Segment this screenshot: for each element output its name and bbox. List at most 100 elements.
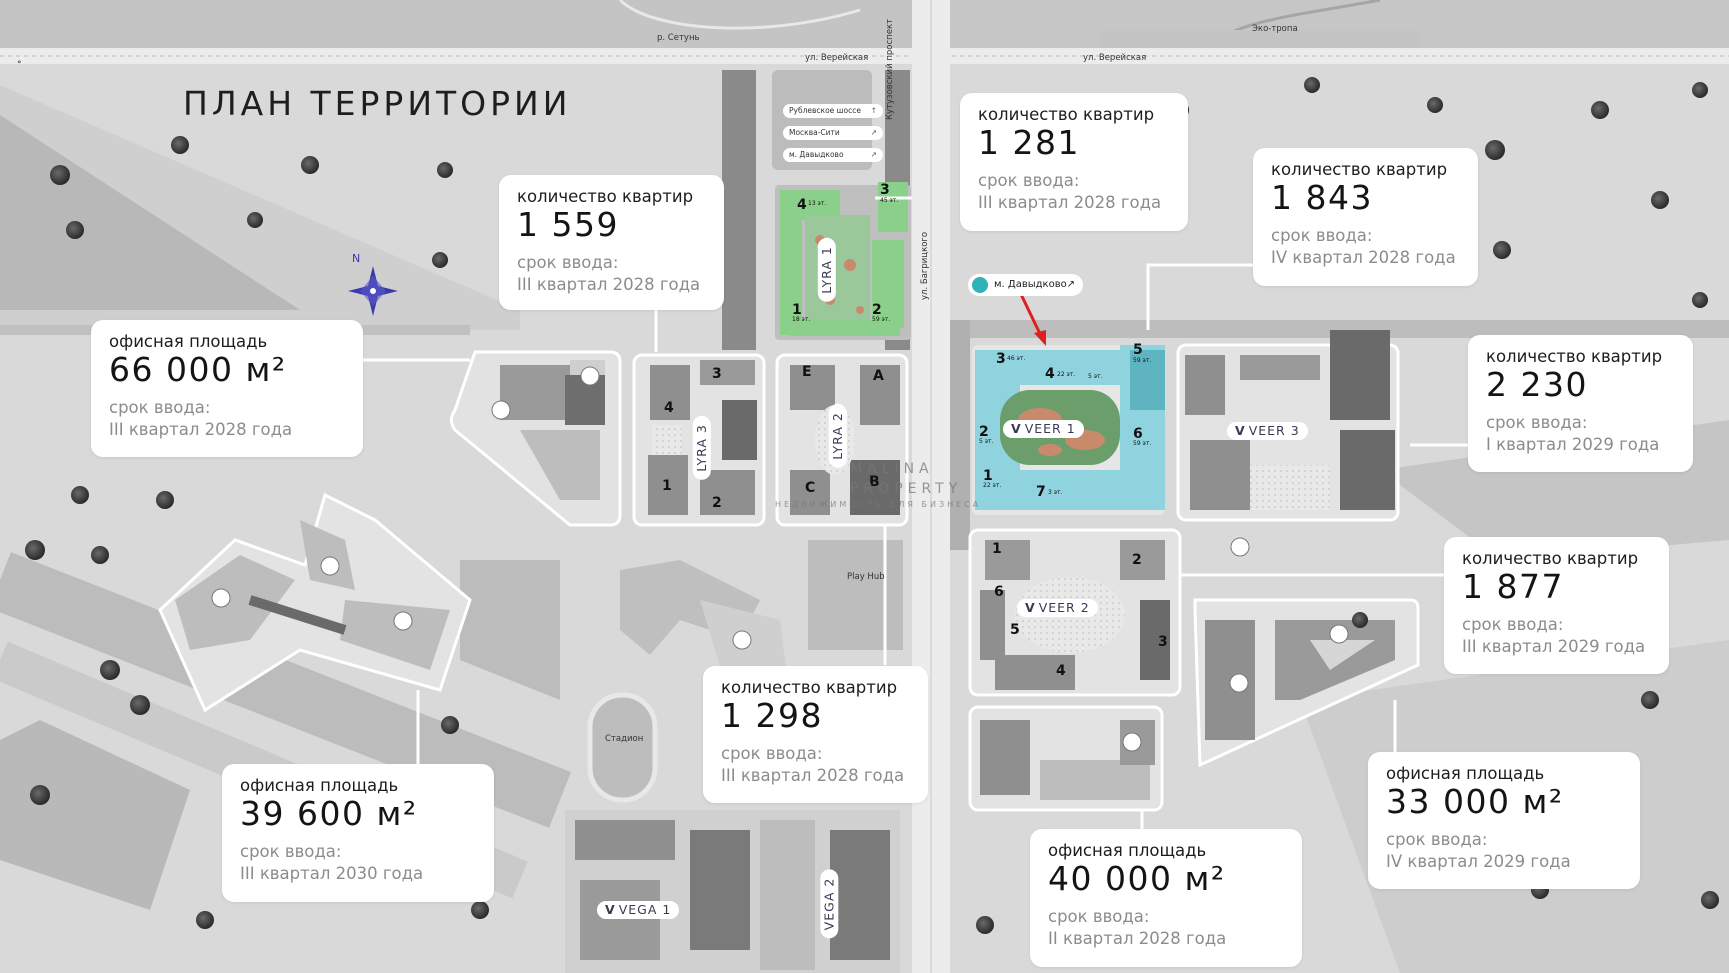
- card-date-label: срок ввода:: [240, 842, 342, 861]
- lane-3: [950, 320, 970, 550]
- street-label-vereyskaya-right: ул. Верейская: [1083, 53, 1147, 63]
- stadium-label: Стадион: [605, 734, 644, 744]
- veer-logo-icon: V: [1011, 421, 1022, 436]
- info-card-office-sw[interactable]: офисная площадь 39 600 м² срок ввода: II…: [222, 764, 494, 902]
- info-card-lyra3[interactable]: количество квартир 1 559 срок ввода: III…: [499, 175, 724, 310]
- lane-1: [722, 70, 756, 350]
- vega-complex: [565, 810, 900, 973]
- card-date-label: срок ввода:: [721, 744, 823, 763]
- street-label-vereyskaya-left: ул. Верейская: [805, 53, 869, 63]
- card-value: 1 559: [517, 205, 619, 244]
- route-pill-label: Рублевское шоссе: [789, 106, 861, 115]
- info-card-lyra1[interactable]: количество квартир 1 281 срок ввода: III…: [960, 93, 1188, 231]
- section-number: 3: [712, 366, 722, 382]
- building-label-lyra3[interactable]: LYRA 3: [692, 416, 711, 480]
- section-floors: 22 эт.: [1057, 371, 1076, 378]
- section-number: 1: [662, 478, 672, 494]
- section-floors: 22 эт.: [983, 482, 1002, 489]
- route-panel: [772, 70, 872, 170]
- metro-badge-label: м. Давыдково: [994, 279, 1067, 290]
- section-number: 4: [1056, 663, 1066, 679]
- building-label-lyra2[interactable]: LYRA 2: [828, 404, 847, 468]
- section-number: 4: [797, 197, 807, 213]
- card-value: 39 600 м²: [240, 794, 418, 833]
- arrow-up-right-icon: ↗: [1066, 279, 1075, 290]
- street-label-kutuzovsky: Кутузовский проспект: [885, 18, 895, 120]
- arrow-up-right-icon: ↗: [870, 128, 877, 137]
- section-number: 2: [872, 302, 882, 318]
- info-card-office-s[interactable]: офисная площадь 40 000 м² срок ввода: II…: [1030, 829, 1302, 967]
- section-number: 1: [983, 468, 993, 484]
- info-card-veer3[interactable]: количество квартир 2 230 срок ввода: I к…: [1468, 335, 1693, 472]
- building-name: LYRA 1: [818, 246, 834, 294]
- building-name: VEER 1: [1024, 421, 1076, 436]
- veer-logo-icon: V: [1025, 600, 1036, 615]
- card-date-label: срок ввода:: [109, 398, 211, 417]
- building-name: LYRA 2: [829, 412, 845, 460]
- stadium: [587, 692, 658, 803]
- card-date-label: срок ввода:: [978, 171, 1080, 190]
- info-card-office-left[interactable]: офисная площадь 66 000 м² срок ввода: II…: [91, 320, 363, 457]
- section-floors: 59 эт.: [1133, 357, 1152, 364]
- route-pill-davydkovo[interactable]: м. Давыдково ↗: [783, 148, 883, 162]
- section-letter: E: [802, 364, 812, 380]
- diagonal-road: [0, 552, 571, 828]
- watermark-line2: PROPERTY: [850, 481, 963, 497]
- route-pill-rublevskoe[interactable]: Рублевское шоссе ↑: [783, 104, 883, 118]
- section-number: 2: [979, 424, 989, 440]
- office-cluster-se: [1193, 598, 1420, 768]
- card-label: количество квартир: [978, 105, 1155, 124]
- road-e: [1150, 320, 1729, 338]
- arrow-up-icon: ↑: [870, 106, 877, 115]
- card-date: III квартал 2029 года: [1462, 637, 1646, 656]
- info-card-veer2[interactable]: количество квартир 1 877 срок ввода: III…: [1444, 537, 1669, 674]
- section-number: 2: [712, 495, 722, 511]
- road-e2: [950, 320, 1150, 338]
- info-card-office-se[interactable]: офисная площадь 33 000 м² срок ввода: IV…: [1368, 752, 1640, 889]
- building-label-vega2[interactable]: VEGA 2: [820, 869, 839, 939]
- card-label: офисная площадь: [109, 332, 268, 351]
- building-name: LYRA 3: [693, 424, 709, 472]
- metro-badge-davydkovo[interactable]: м. Давыдково ↗: [968, 274, 1083, 296]
- card-value: 1 843: [1271, 178, 1373, 217]
- info-card-veer1[interactable]: количество квартир 1 843 срок ввода: IV …: [1253, 148, 1478, 286]
- river-path: [618, 0, 861, 30]
- section-floors: 59 эт.: [872, 316, 891, 323]
- metro-arrow: [1016, 287, 1046, 346]
- card-date: I квартал 2029 года: [1486, 435, 1660, 454]
- route-pill-moscow-city[interactable]: Москва-Сити ↗: [783, 126, 883, 140]
- field-ne: [950, 0, 1729, 48]
- section-number: 3: [1158, 634, 1168, 650]
- card-value: 1 298: [721, 696, 823, 735]
- building-name: VEGA 1: [618, 902, 672, 917]
- card-label: офисная площадь: [1048, 841, 1207, 860]
- section-number: 3: [996, 351, 1006, 367]
- building-name: VEGA 2: [821, 877, 837, 931]
- section-letter: B: [869, 474, 880, 490]
- section-floors: 5 эт.: [1088, 373, 1103, 380]
- field-sw: [0, 720, 190, 910]
- section-number: 6: [1133, 426, 1143, 442]
- lawn-nw: [0, 115, 300, 310]
- card-date-label: срок ввода:: [517, 253, 619, 272]
- building-name: VEER 3: [1248, 423, 1300, 438]
- leader-lines: [362, 196, 1470, 829]
- card-label: количество квартир: [1462, 549, 1639, 568]
- compass-icon: [348, 266, 398, 316]
- section-number: 3: [880, 182, 890, 198]
- building-label-lyra1[interactable]: LYRA 1: [817, 238, 836, 302]
- card-value: 40 000 м²: [1048, 859, 1226, 898]
- watermark-line3: НЕДВИЖИМОСТЬ ДЛЯ БИЗНЕСА: [775, 500, 982, 509]
- section-floors: 46 эт.: [1007, 355, 1026, 362]
- arrow-up-right-icon: ↗: [870, 150, 877, 159]
- info-card-vega[interactable]: количество квартир 1 298 срок ввода: III…: [703, 666, 928, 803]
- card-value: 1 281: [978, 123, 1080, 162]
- field-mid: [460, 560, 560, 700]
- card-date: II квартал 2028 года: [1048, 929, 1227, 948]
- lyra1-complex: [775, 182, 911, 340]
- street-label-bagritskogo: ул. Багрицкого: [920, 231, 930, 300]
